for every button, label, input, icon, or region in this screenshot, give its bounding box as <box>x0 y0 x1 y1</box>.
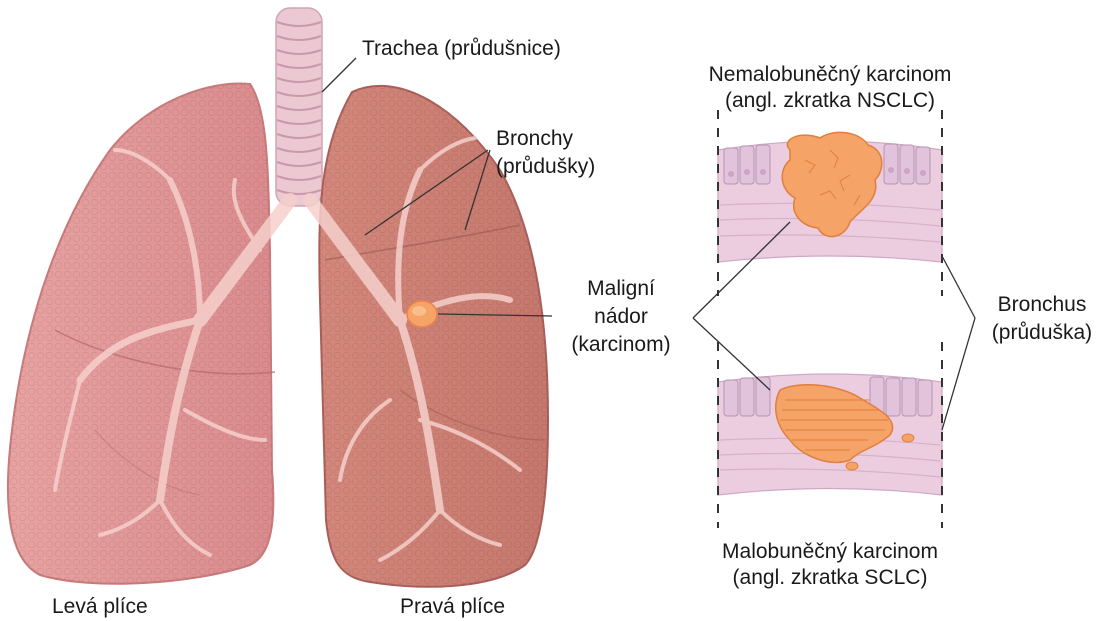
bronchi-label: Bronchy <box>496 126 573 152</box>
tumor-label-line2: nádor <box>556 304 686 330</box>
bronchi-sublabel: (průdušky) <box>496 154 595 180</box>
trachea-label: Trachea (průdušnice) <box>362 36 561 62</box>
bronchus-sublabel: (průduška) <box>978 320 1106 346</box>
sclc-subtitle: (angl. zkratka SCLC) <box>670 565 990 591</box>
lung-tumor <box>407 301 437 327</box>
bronchus-label: Bronchus <box>978 292 1106 318</box>
trachea <box>276 8 322 206</box>
tumor-label-line1: Maligní <box>556 276 686 302</box>
tumor-label-line3: (karcinom) <box>556 332 686 358</box>
nsclc-subtitle: (angl. zkratka NSCLC) <box>670 88 990 114</box>
right-lung-label: Pravá plíce <box>400 594 505 620</box>
nsclc-bronchus-section <box>718 132 942 262</box>
sclc-title: Malobuněčný karcinom <box>670 539 990 565</box>
left-lung-label: Levá plíce <box>52 594 148 620</box>
sclc-bronchus-section <box>718 374 942 495</box>
nsclc-title: Nemalobuněčný karcinom <box>670 62 990 88</box>
